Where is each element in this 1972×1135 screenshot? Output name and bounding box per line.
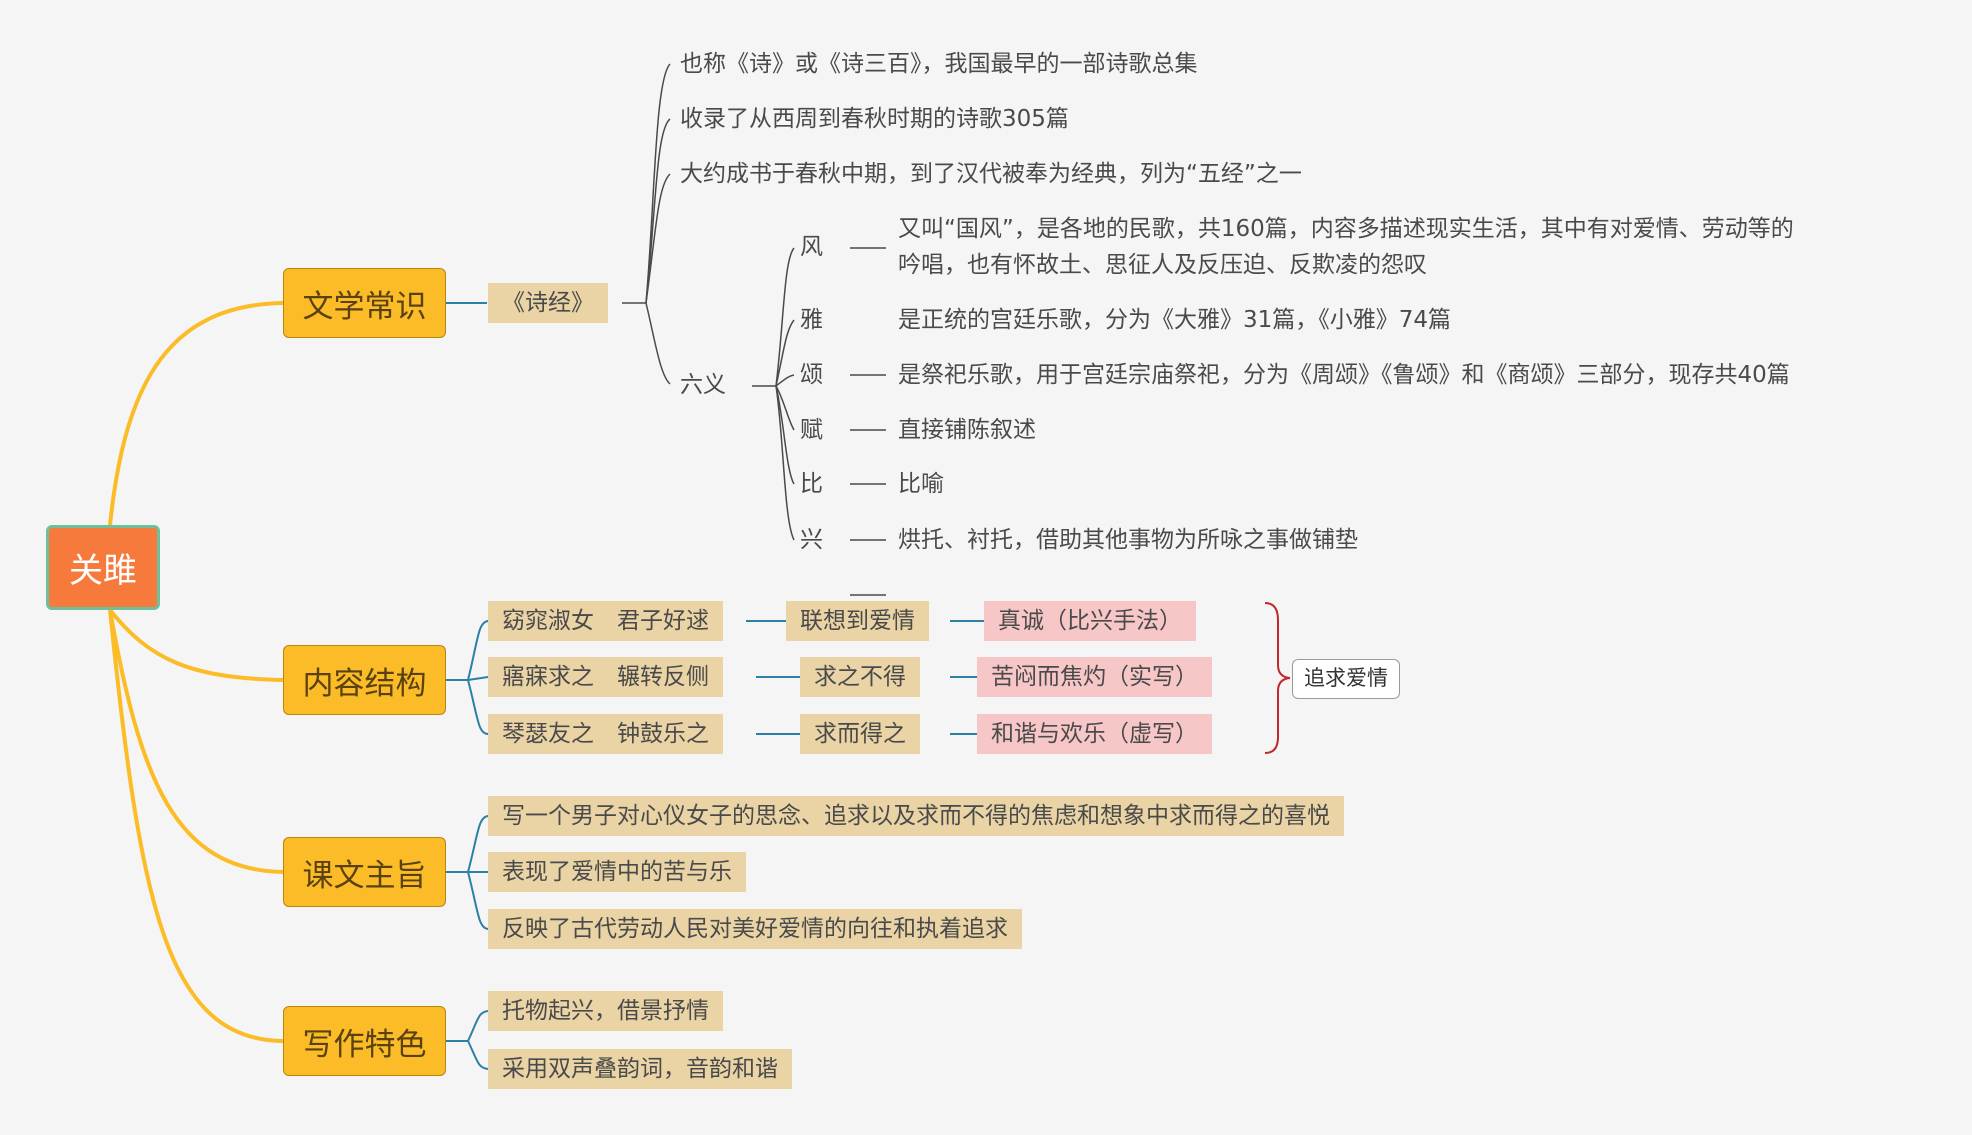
emotion-1[interactable]: 真诚（比兴手法） — [984, 601, 1196, 641]
verse-3[interactable]: 琴瑟友之 钟鼓乐之 — [488, 714, 723, 754]
xing-desc: 烘托、衬托，借助其他事物为所咏之事做铺垫 — [898, 527, 1358, 553]
shijing-node[interactable]: 《诗经》 — [488, 283, 608, 323]
fact-3: 大约成书于春秋中期，到了汉代被奉为经典，列为“五经”之一 — [680, 161, 1302, 187]
meaning-2[interactable]: 求之不得 — [800, 657, 920, 697]
song-desc: 是祭祀乐歌，用于宫廷宗庙祭祀，分为《周颂》《鲁颂》和《商颂》三部分，现存共40篇 — [898, 362, 1790, 388]
branch-content-structure[interactable]: 内容结构 — [283, 645, 446, 715]
emotion-3[interactable]: 和谐与欢乐（虚写） — [977, 714, 1212, 754]
curve-to-b3 — [108, 609, 284, 874]
feature-2[interactable]: 采用双声叠韵词，音韵和谐 — [488, 1049, 792, 1089]
liuyi-node[interactable]: 六义 — [680, 372, 726, 398]
theme-3[interactable]: 反映了古代劳动人民对美好爱情的向往和执着追求 — [488, 909, 1022, 949]
ya-desc: 是正统的宫廷乐歌，分为《大雅》31篇，《小雅》74篇 — [898, 307, 1452, 333]
liuyi-item-song: 颂 — [800, 362, 823, 388]
liuyi-item-ya: 雅 — [800, 307, 823, 333]
summary-node[interactable]: 追求爱情 — [1292, 659, 1400, 699]
fu-desc: 直接铺陈叙述 — [898, 417, 1036, 443]
feng-desc-line2: 吟唱，也有怀故土、思征人及反压迫、反欺凌的怨叹 — [898, 252, 1427, 278]
feng-desc-line1: 又叫“国风”，是各地的民歌，共160篇，内容多描述现实生活，其中有对爱情、劳动等… — [898, 216, 1794, 242]
theme-2[interactable]: 表现了爱情中的苦与乐 — [488, 852, 746, 892]
b4-connectors — [446, 1010, 489, 1070]
emotion-2[interactable]: 苦闷而焦灼（实写） — [977, 657, 1212, 697]
b1-connectors — [446, 63, 886, 596]
curve-to-b4 — [108, 609, 284, 1043]
fact-1: 也称《诗》或《诗三百》，我国最早的一部诗歌总集 — [680, 51, 1198, 77]
meaning-1[interactable]: 联想到爱情 — [786, 601, 929, 641]
verse-1[interactable]: 窈窕淑女 君子好逑 — [488, 601, 723, 641]
theme-1[interactable]: 写一个男子对心仪女子的思念、追求以及求而不得的焦虑和想象中求而得之的喜悦 — [488, 796, 1344, 836]
liuyi-item-feng: 风 — [800, 234, 823, 260]
bi-desc: 比喻 — [898, 471, 944, 497]
curve-to-b1 — [108, 301, 284, 526]
b3-connectors — [446, 815, 489, 930]
branch-main-theme[interactable]: 课文主旨 — [283, 837, 446, 907]
root-branch-curves — [108, 301, 284, 1043]
root-node[interactable]: 关雎 — [46, 525, 160, 610]
summary-bracket — [1264, 602, 1291, 754]
feature-1[interactable]: 托物起兴，借景抒情 — [488, 991, 723, 1031]
liuyi-item-bi: 比 — [800, 471, 823, 497]
b2-connectors — [446, 620, 984, 735]
liuyi-item-xing: 兴 — [800, 527, 823, 553]
branch-writing-features[interactable]: 写作特色 — [283, 1006, 446, 1076]
curve-to-b2 — [108, 608, 284, 682]
liuyi-item-fu: 赋 — [800, 417, 823, 443]
verse-2[interactable]: 寤寐求之 辗转反侧 — [488, 657, 723, 697]
fact-2: 收录了从西周到春秋时期的诗歌305篇 — [680, 106, 1069, 132]
branch-literary-knowledge[interactable]: 文学常识 — [283, 268, 446, 338]
meaning-3[interactable]: 求而得之 — [800, 714, 920, 754]
